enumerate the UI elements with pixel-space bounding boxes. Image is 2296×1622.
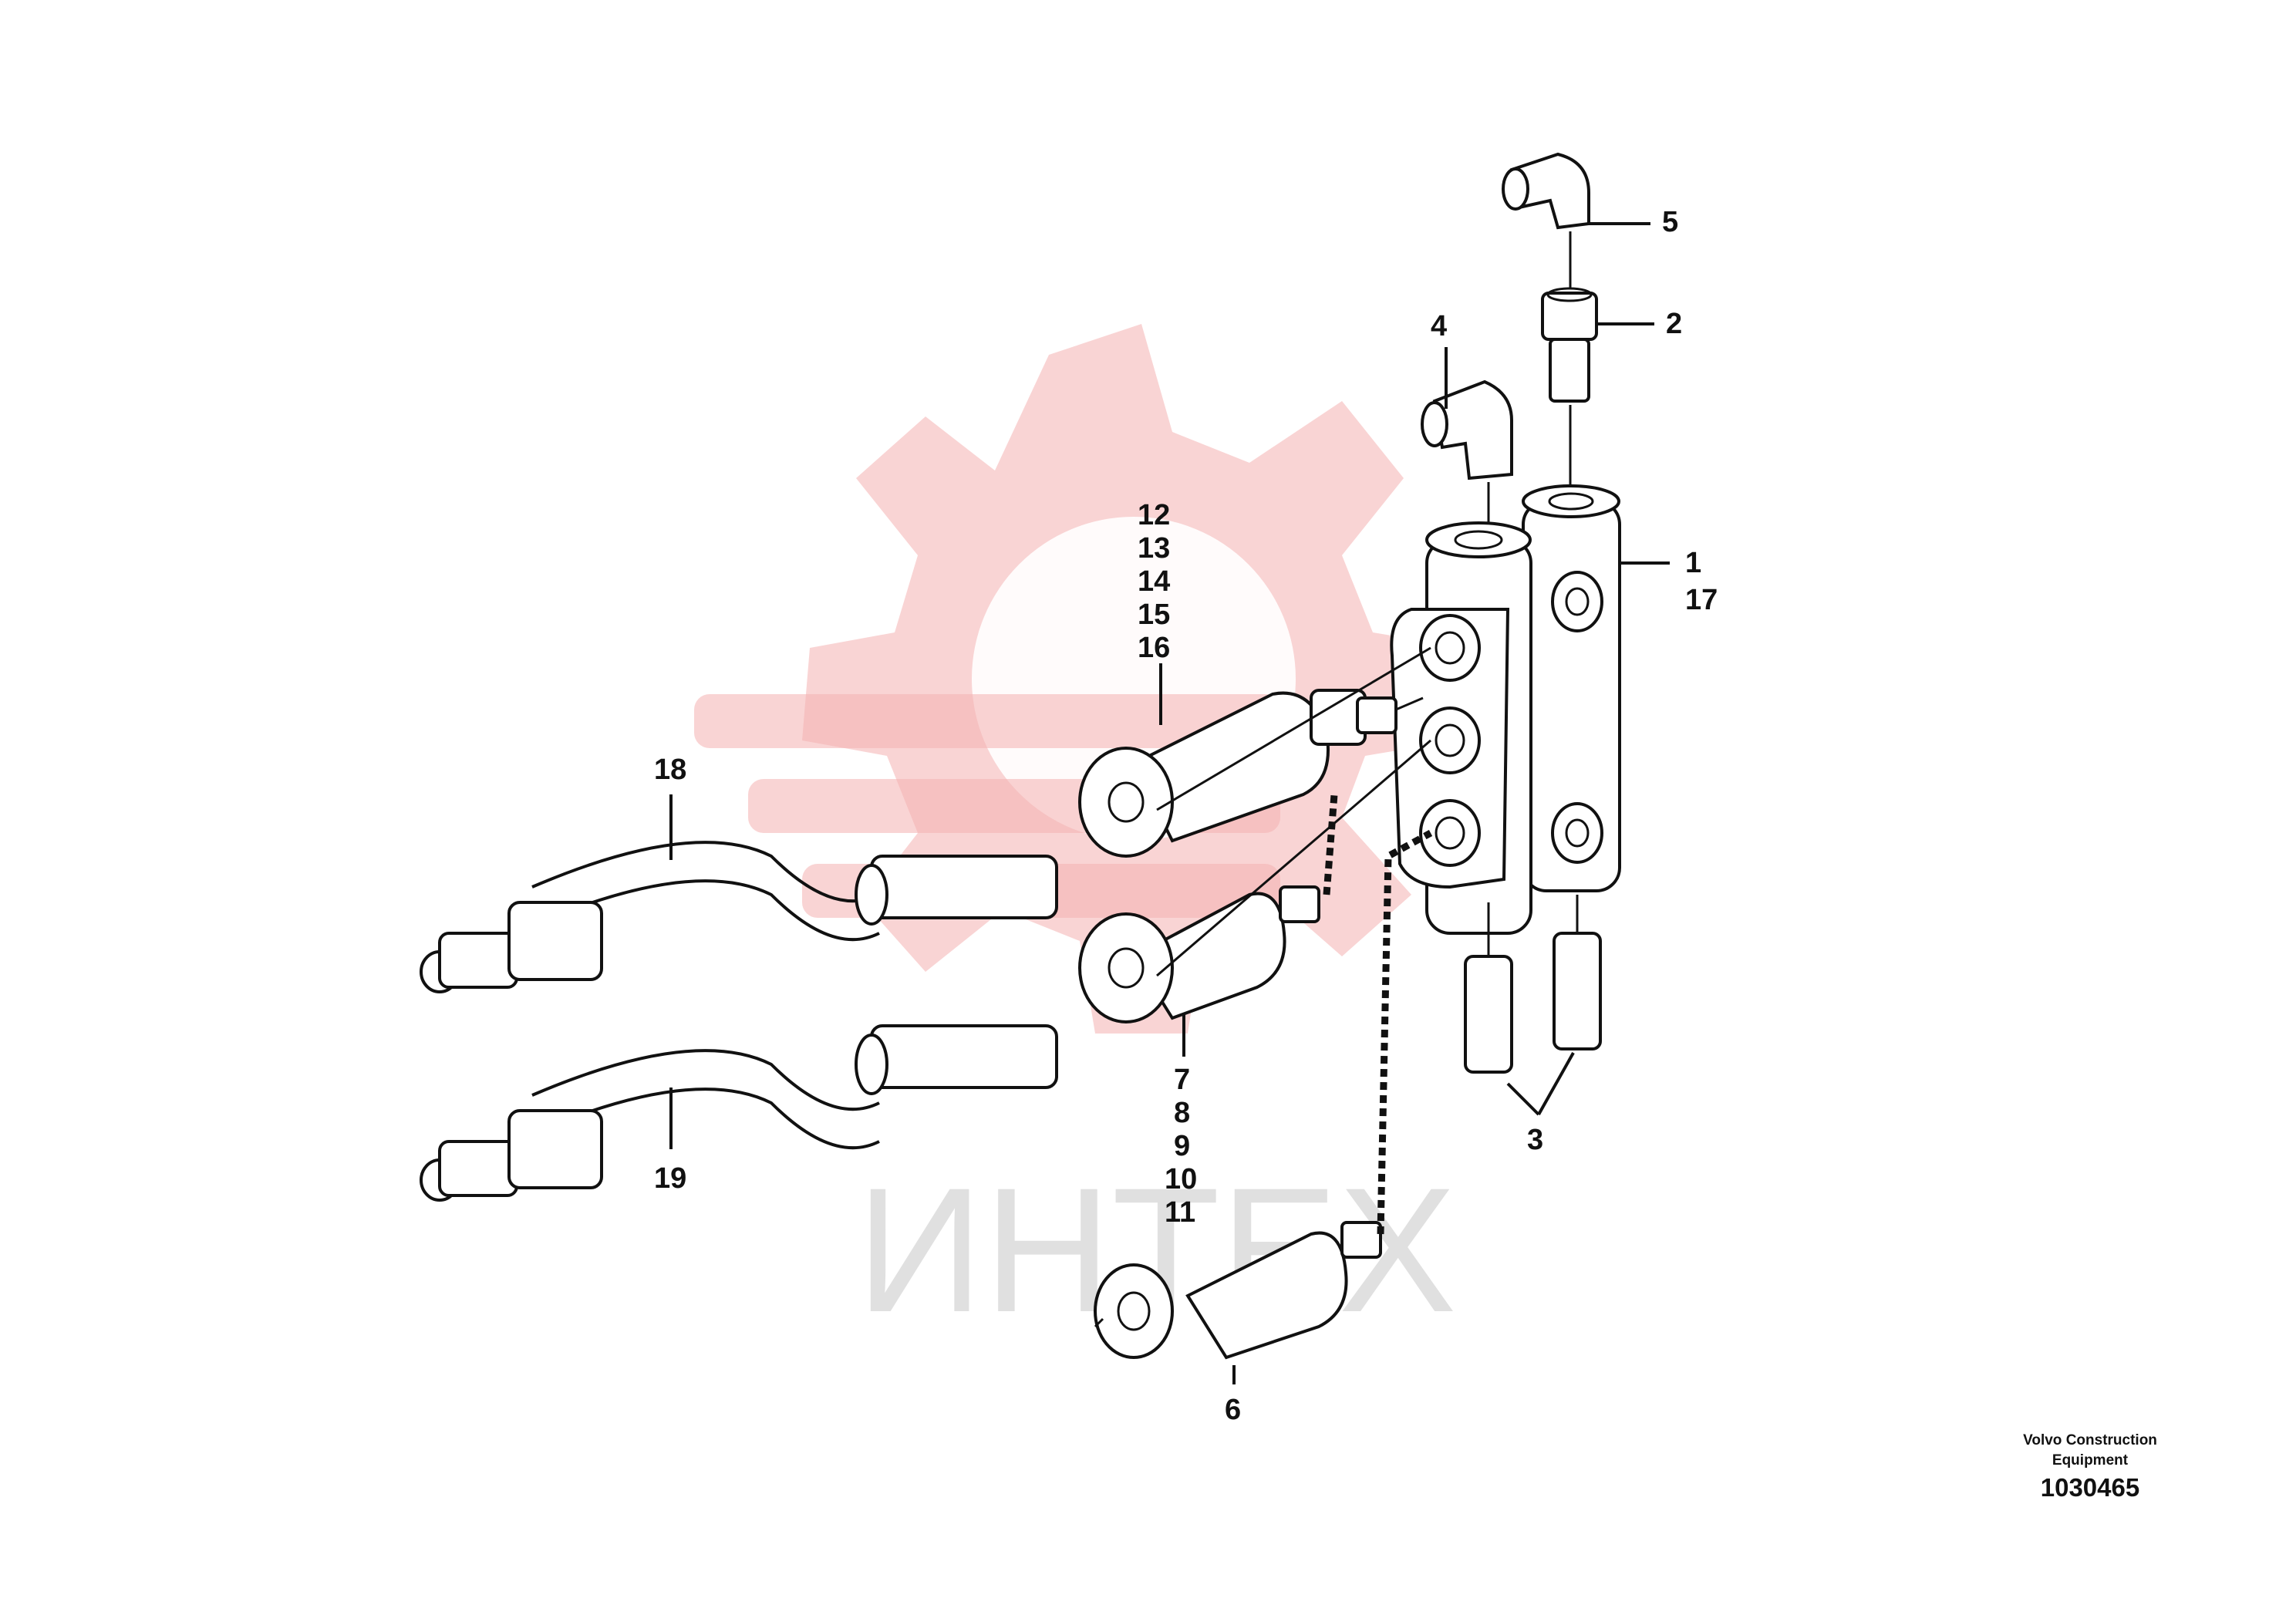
drawing-reference-number: 1030465: [2040, 1473, 2140, 1502]
pressure-sensor-lower: [1094, 1221, 1382, 1360]
manifold-block: [1390, 484, 1621, 935]
label-part-16: 16: [1138, 632, 1170, 664]
adapter-fitting-2: [1541, 287, 1598, 403]
label-part-6: 6: [1225, 1394, 1241, 1426]
pressure-sensor-middle: [1078, 885, 1320, 1023]
label-part-9: 9: [1174, 1130, 1190, 1162]
nipple-fittings-3: [1464, 932, 1602, 1074]
label-part-3: 3: [1527, 1124, 1543, 1156]
elbow-fitting-4: [1421, 379, 1513, 481]
label-part-7: 7: [1174, 1064, 1190, 1096]
manufacturer-name: Volvo Construction Equipment: [1974, 1431, 2206, 1471]
label-part-11: 11: [1165, 1196, 1195, 1229]
label-part-4: 4: [1431, 310, 1447, 342]
label-part-12: 12: [1138, 499, 1170, 531]
hose-19: [420, 1024, 1058, 1202]
label-part-18: 18: [654, 754, 686, 786]
label-part-2: 2: [1666, 308, 1682, 340]
watermark-gear-logo: ИНТЕХ: [694, 324, 1465, 1349]
label-part-10: 10: [1165, 1163, 1197, 1195]
label-part-8: 8: [1174, 1097, 1190, 1129]
label-part-5: 5: [1662, 206, 1678, 238]
label-part-17: 17: [1685, 584, 1718, 616]
manufacturer-line-2: Equipment: [2052, 1452, 2129, 1469]
label-part-1: 1: [1685, 547, 1701, 579]
manufacturer-line-1: Volvo Construction: [2023, 1432, 2157, 1448]
label-part-15: 15: [1138, 599, 1170, 631]
label-part-14: 14: [1138, 565, 1170, 598]
hose-18: [420, 841, 1058, 993]
label-part-19: 19: [654, 1162, 686, 1195]
elbow-fitting-5: [1502, 152, 1590, 230]
label-part-13: 13: [1138, 532, 1170, 565]
